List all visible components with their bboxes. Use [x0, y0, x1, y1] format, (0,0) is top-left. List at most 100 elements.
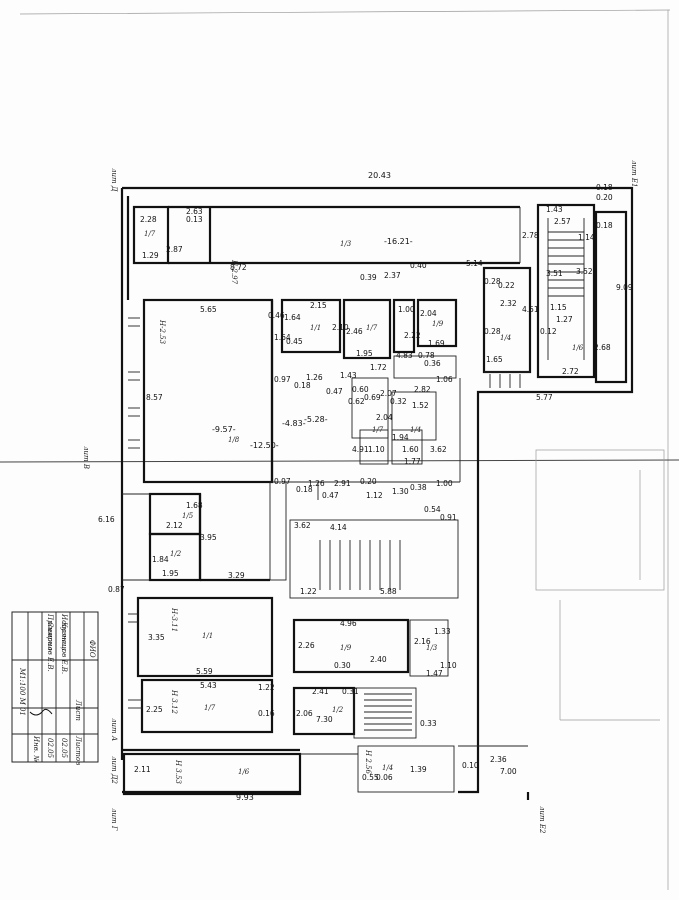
label-dims-d-2-40: 2.40 — [370, 655, 387, 664]
label-dims-d-1-47: 1.47 — [426, 669, 443, 678]
label-dims-d-2-26: 2.26 — [298, 641, 315, 650]
label-stamp-row3: Симонов Е.В. — [46, 622, 54, 672]
label-dims-d-1-64b: 1.64 — [274, 333, 291, 342]
label-dims-d-1-64a: 1.64 — [284, 313, 301, 322]
label-dims-d-5-77: 5.77 — [536, 393, 553, 402]
label-dims-d-4-14: 4.14 — [330, 523, 347, 532]
label-axes-lit-d: лит Д — [110, 168, 118, 192]
label-dims-d-0-28a: 0.28 — [484, 277, 501, 286]
label-dims-d-3-29: 3.29 — [228, 571, 245, 580]
label-dims-d-0-45: 0.45 — [286, 337, 303, 346]
label-axes-lit-e1: лит Е1 — [630, 160, 638, 187]
label-dims-d-1-00a: 1.00 — [398, 305, 415, 314]
label-dims-d-2-06: 2.06 — [296, 709, 313, 718]
scan-fold-line — [0, 459, 679, 463]
label-stamp-row1: ФИО — [88, 640, 96, 658]
label-heights-h5: Н 3.53 — [174, 759, 182, 784]
label-dims-d-1-95b: 1.95 — [162, 569, 179, 578]
label-room-marks-r11: 1/5 — [182, 512, 194, 520]
label-dims-d-2-63: 2.63 — [186, 207, 203, 216]
label-dims-d-2-04: 2.04 — [420, 309, 437, 318]
label-dims-d-0-62: 0.62 — [348, 397, 365, 406]
label-dims-d-0-91: 0.91 — [440, 513, 457, 522]
dim-overall-width: 20.43 — [368, 171, 391, 180]
middle-rooms — [128, 298, 461, 500]
label-dims-d-0-87: 0.87 — [108, 585, 125, 594]
label-dims-d-0-18a: 0.18 — [596, 183, 613, 192]
label-dims-d-1-43: 1.43 — [546, 205, 563, 214]
label-dims-d-9-57: -9.57- — [212, 425, 236, 434]
label-stamp-row5: Проверил — [46, 613, 54, 650]
label-stamp-doc: М1:100 М 01 — [18, 667, 26, 716]
label-dims-d-0-46: 0.46 — [268, 311, 285, 320]
label-dims-d-1-77: 1.77 — [404, 457, 421, 466]
room-marks: 1/7 1/3 1/1 1/7 1/9 1/4 1/6 1/8 1/7 1/4 … — [144, 230, 584, 776]
label-dims-d-1-43b: 1.43 — [340, 371, 357, 380]
label-dims-d-5-65: 5.65 — [200, 305, 217, 314]
label-dims-d-2-72: 2.72 — [562, 367, 579, 376]
label-room-marks-r15: 1/3 — [426, 644, 438, 652]
label-dims-d-2-82: 2.82 — [414, 385, 431, 394]
label-dims-d-3-62a: 3.62 — [430, 445, 447, 454]
label-dims-d-1-60: 1.60 — [402, 445, 419, 454]
label-dims-d-5-88: 5.88 — [380, 587, 397, 596]
label-dims-d-2-32: 2.32 — [500, 299, 517, 308]
label-dims-d-2-87: 2.87 — [166, 245, 183, 254]
label-room-marks-r5: 1/9 — [432, 320, 444, 328]
label-dims-d-0-13: 0.13 — [186, 215, 203, 224]
label-dims-d-2-11: 2.11 — [134, 765, 151, 774]
label-dims-d-1-84: 1.84 — [152, 555, 169, 564]
label-dims-d-0-33: 0.33 — [420, 719, 437, 728]
label-dims-d-0-32: 0.32 — [390, 397, 407, 406]
label-dims-d-1-52: 1.52 — [412, 401, 429, 410]
label-dims-d-1-14: 1.14 — [578, 233, 595, 242]
label-dims-d-2-57: 2.57 — [554, 217, 571, 226]
left-small-rooms — [122, 481, 287, 582]
label-room-marks-r6: 1/4 — [500, 334, 511, 342]
label-dims-d-8-57: 8.57 — [146, 393, 163, 402]
label-dims-d-2-04b: 2.04 — [376, 413, 393, 422]
label-dims-d-0-18c: 0.18 — [294, 381, 311, 390]
label-dims-d-0-06: 0.06 — [376, 773, 393, 782]
label-dims-d-1-22: 1.22 — [300, 587, 317, 596]
label-dims-d-2-78: 2.78 — [522, 231, 539, 240]
label-dims-d-0-36: 0.36 — [424, 359, 441, 368]
label-room-marks-r2: 1/3 — [340, 240, 352, 248]
label-dims-d-2-25: 2.25 — [146, 705, 163, 714]
label-dims-d-2-37: 2.37 — [384, 271, 401, 280]
label-dims-d-2-68: 2.68 — [594, 343, 611, 352]
faint-right-annex — [535, 449, 665, 721]
label-dims-d-3-35: 3.35 — [148, 633, 165, 642]
label-dims-d-1-27: 1.27 — [556, 315, 573, 324]
label-axes-lit-g: лит Г — [110, 808, 118, 831]
outer-walls — [120, 186, 634, 800]
label-dims-d-1-33: 1.33 — [434, 627, 451, 636]
label-dims-d-2-91: 2.91 — [334, 479, 351, 488]
dimension-labels: 20.43 2.63 0.13 2.28 1.29 2.87 -16.21- 2… — [98, 171, 633, 802]
label-dims-d-5-59: 5.59 — [196, 667, 213, 676]
label-dims-d-0-22: 0.22 — [498, 281, 515, 290]
label-dims-d-2-41: 2.41 — [312, 687, 329, 696]
label-stamp-date2: 02.05 — [46, 738, 54, 759]
height-marks: Н-2.97 Н-2.53 Н-3.11 Н 3.12 Н 3.53 Н 2.5… — [158, 259, 372, 784]
label-dims-d-9-09: 9.09 — [616, 283, 633, 292]
label-dims-d-16-21: -16.21- — [384, 237, 413, 246]
label-dims-d-1-00b: 1.00 — [436, 479, 453, 488]
center-stair — [289, 519, 459, 599]
label-dims-d-0-38: 0.38 — [410, 483, 427, 492]
label-dims-d-0-40: 0.40 — [410, 261, 427, 270]
label-dims-d-0-20b: 0.20 — [360, 477, 377, 486]
label-dims-d-6-16: 6.16 — [98, 515, 115, 524]
label-dims-d-4-51: 4.51 — [522, 305, 539, 314]
label-axes-lit-a: лит А — [110, 718, 118, 741]
label-dims-d-2-36: 2.36 — [490, 755, 507, 764]
label-dims-d-0-55: 0.55 — [362, 773, 379, 782]
label-dims-d-2-12: 2.12 — [166, 521, 183, 530]
label-dims-d-4-83b: -4.83- — [282, 419, 306, 428]
label-stamp-row4: Исполнил — [60, 613, 68, 651]
label-dims-d-2-46: 2.46 — [346, 327, 363, 336]
label-heights-h4: Н 3.12 — [170, 689, 178, 714]
label-dims-d-1-69: 1.69 — [428, 339, 445, 348]
label-axes-lit-d2: лит Д2 — [110, 756, 118, 785]
